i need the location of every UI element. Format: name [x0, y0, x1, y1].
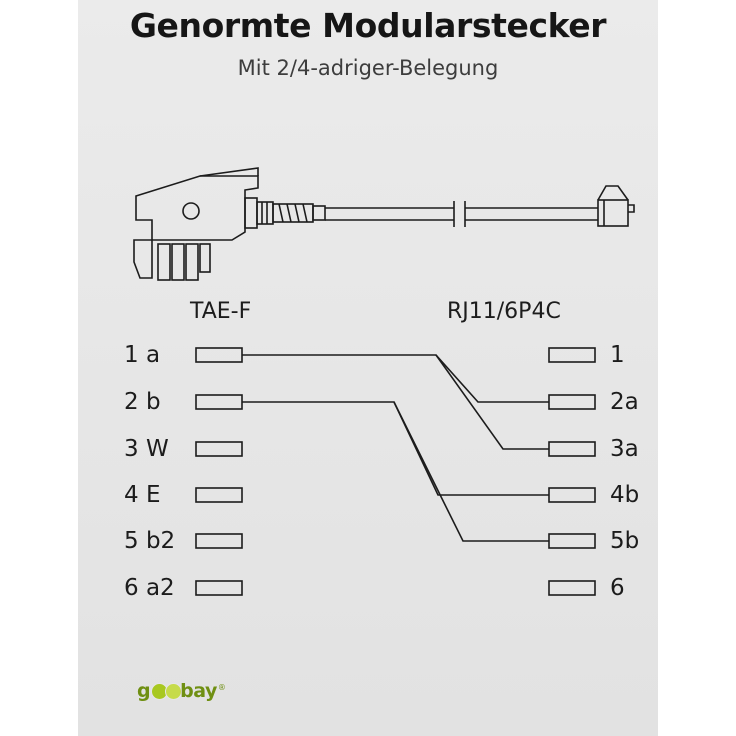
tae-pin-label: 5 b2	[124, 528, 176, 554]
logo-dots-icon	[151, 682, 183, 700]
tae-pin-label: 3 W	[124, 436, 169, 462]
logo-suffix: bay	[180, 680, 217, 702]
tae-f-terminals	[195, 347, 243, 596]
rj11-pin-label: 4b	[610, 482, 640, 508]
tae-pin-label: 1 a	[124, 342, 161, 368]
registered-mark: ®	[217, 682, 226, 692]
tae-pin-label: 2 b	[124, 389, 161, 415]
page-subtitle: Mit 2/4-adriger-Belegung	[237, 56, 499, 80]
rj11-terminals	[548, 347, 596, 596]
page-title: Genormte Modularstecker	[129, 6, 607, 45]
rj11-heading: RJ11/6P4C	[447, 299, 561, 324]
tae-plug-icon	[133, 167, 598, 281]
rj11-pin-label: 5b	[610, 528, 640, 554]
tae-pin-label: 6 a2	[124, 575, 175, 601]
tae-pin-label: 4 E	[124, 482, 161, 508]
tae-f-heading: TAE-F	[190, 299, 252, 324]
background-panel	[78, 0, 658, 736]
wire-2b	[242, 401, 549, 542]
rj11-plug-icon	[597, 185, 635, 227]
rj11-pin-label: 6	[610, 575, 625, 601]
rj11-pin-label: 2a	[610, 389, 639, 415]
goobay-logo: g bay ®	[137, 680, 226, 702]
logo-prefix: g	[137, 680, 151, 702]
rj11-pin-label: 3a	[610, 436, 639, 462]
wire-1a	[242, 354, 549, 450]
rj11-pin-label: 1	[610, 342, 625, 368]
